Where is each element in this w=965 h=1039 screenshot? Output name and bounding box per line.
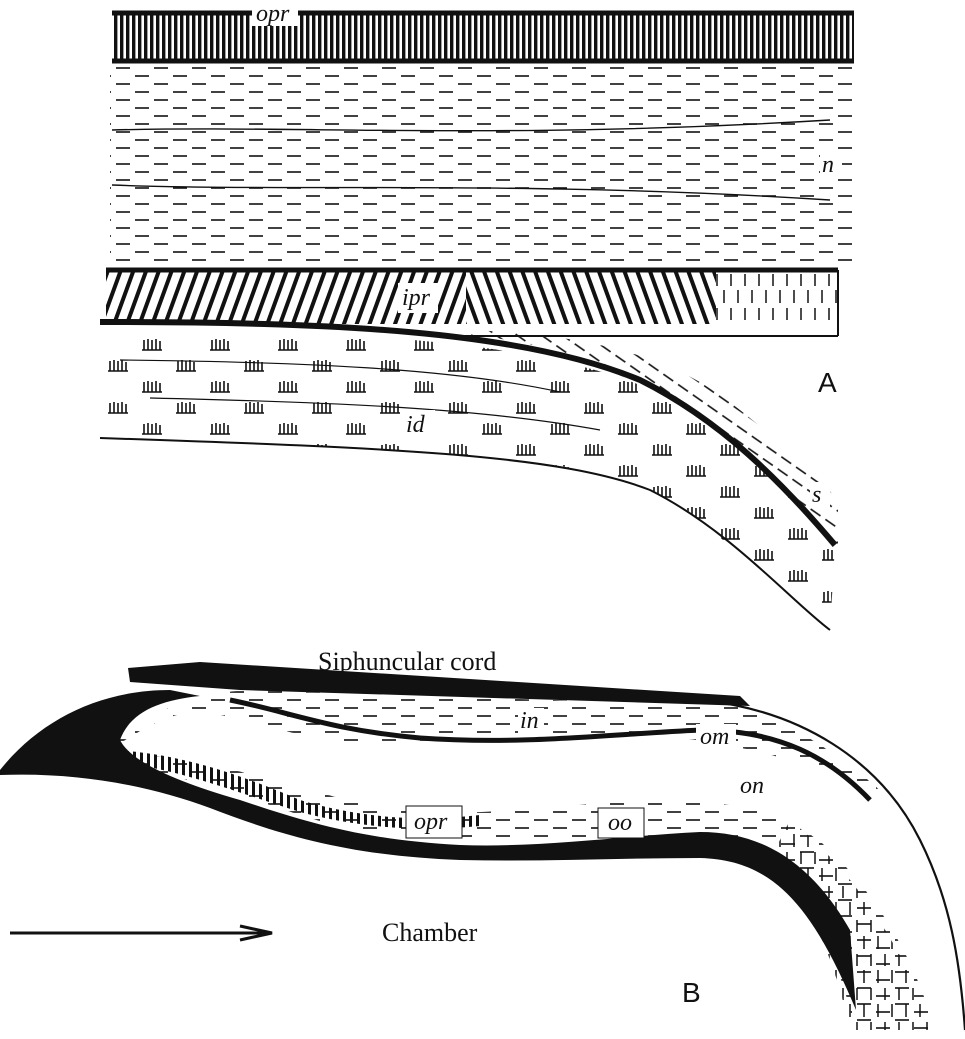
label-id: id (406, 412, 426, 438)
label-n: n (822, 152, 834, 178)
panel-b: in om on opr oo Siphuncular cord Chamber… (0, 647, 965, 1030)
label-on: on (740, 773, 764, 799)
label-in: in (520, 708, 539, 734)
label-om: om (700, 724, 729, 750)
label-ipr: ipr (402, 285, 431, 311)
label-opr-b: opr (414, 809, 448, 835)
inner-deposit-region (100, 330, 835, 630)
nacreous-layer (110, 66, 852, 266)
siphuncular-cord-label: Siphuncular cord (318, 647, 496, 676)
chamber-arrow (10, 926, 272, 940)
label-opr-a: opr (256, 1, 290, 27)
panel-b-letter: B (682, 977, 701, 1008)
label-oo: oo (608, 810, 632, 836)
panel-a-letter: A (818, 367, 837, 398)
panel-a: opr n ipr id s A (100, 0, 854, 630)
outer-prismatic-layer-band (112, 12, 854, 62)
label-s: s (812, 482, 821, 508)
chamber-label: Chamber (382, 918, 478, 947)
